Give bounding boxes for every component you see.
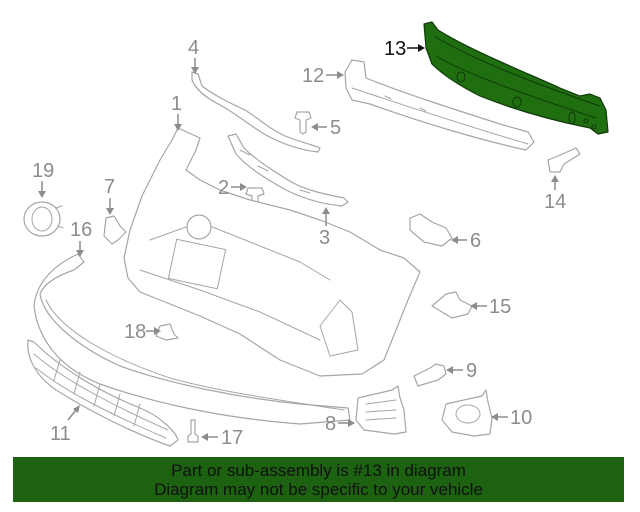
part-17-bolt[interactable] bbox=[187, 419, 199, 443]
part-7-bracket[interactable] bbox=[103, 215, 127, 245]
callout-9: 9 bbox=[446, 360, 477, 382]
callout-16: 16 bbox=[70, 219, 92, 257]
part-9-bolt[interactable] bbox=[413, 363, 447, 387]
part-14-bolt[interactable] bbox=[547, 147, 581, 173]
svg-text:8: 8 bbox=[325, 413, 336, 435]
part-6-bracket[interactable] bbox=[409, 213, 453, 247]
callout-17: 17 bbox=[201, 427, 243, 449]
callout-13: 13 bbox=[384, 38, 425, 60]
part-12-absorber[interactable] bbox=[344, 59, 535, 151]
callout-19: 19 bbox=[32, 160, 54, 198]
svg-text:14: 14 bbox=[544, 191, 566, 213]
svg-text:7: 7 bbox=[104, 176, 115, 198]
part-8-fog-cover[interactable] bbox=[355, 385, 407, 435]
svg-text:17: 17 bbox=[221, 427, 243, 449]
svg-text:5: 5 bbox=[330, 117, 341, 139]
callout-8: 8 bbox=[325, 413, 355, 435]
callout-4: 4 bbox=[188, 37, 199, 74]
svg-text:15: 15 bbox=[489, 296, 511, 318]
part-18-clip[interactable] bbox=[155, 323, 179, 341]
callout-11: 11 bbox=[50, 405, 80, 445]
svg-text:10: 10 bbox=[510, 407, 532, 429]
callout-18: 18 bbox=[124, 321, 161, 343]
part-3-retainer[interactable] bbox=[227, 133, 349, 207]
svg-text:16: 16 bbox=[70, 219, 92, 241]
svg-text:2: 2 bbox=[218, 177, 229, 199]
callout-10: 10 bbox=[491, 407, 532, 429]
callout-7: 7 bbox=[104, 176, 115, 215]
callout-15: 15 bbox=[470, 296, 511, 318]
banner-line-2: Diagram may not be specific to your vehi… bbox=[154, 479, 483, 499]
part-1-bumper-cover[interactable] bbox=[123, 127, 421, 377]
svg-text:13: 13 bbox=[384, 38, 406, 60]
part-11-lower-grille[interactable] bbox=[27, 339, 179, 447]
part-10-fog-cover[interactable] bbox=[441, 389, 493, 437]
svg-text:3: 3 bbox=[319, 227, 330, 249]
svg-text:18: 18 bbox=[124, 321, 146, 343]
callout-14: 14 bbox=[544, 175, 566, 213]
callout-1: 1 bbox=[171, 93, 182, 131]
part-5-clip[interactable] bbox=[294, 111, 312, 135]
callout-5: 5 bbox=[311, 117, 341, 139]
svg-text:19: 19 bbox=[32, 160, 54, 182]
svg-text:11: 11 bbox=[50, 423, 71, 445]
part-13-reinforcement[interactable] bbox=[423, 21, 609, 135]
callout-3: 3 bbox=[319, 207, 330, 249]
part-19-emblem[interactable] bbox=[23, 201, 64, 237]
part-info-banner: Part or sub-assembly is #13 in diagram D… bbox=[13, 457, 624, 502]
part-16-lower-spoiler[interactable] bbox=[33, 253, 351, 425]
svg-text:6: 6 bbox=[470, 230, 481, 252]
callout-6: 6 bbox=[451, 230, 481, 252]
part-4-retainer[interactable] bbox=[191, 71, 321, 153]
callout-2: 2 bbox=[218, 177, 247, 199]
callout-12: 12 bbox=[302, 65, 344, 87]
part-15-bracket[interactable] bbox=[431, 291, 473, 319]
svg-text:4: 4 bbox=[188, 37, 199, 59]
svg-text:1: 1 bbox=[171, 93, 182, 115]
svg-text:9: 9 bbox=[466, 360, 477, 382]
banner-line-1: Part or sub-assembly is #13 in diagram bbox=[171, 460, 466, 480]
svg-text:12: 12 bbox=[302, 65, 324, 87]
